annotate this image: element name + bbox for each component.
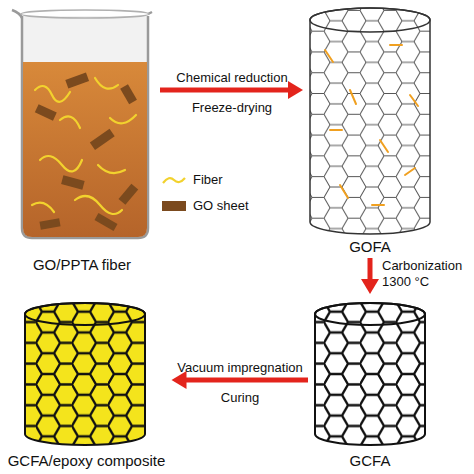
stage-label: GOFA: [349, 238, 391, 256]
composite-cylinder: [25, 303, 145, 445]
arrow-shaft: [368, 258, 373, 282]
aerogel-cylinder: [310, 8, 430, 234]
stage-node: GCFA: [310, 296, 430, 470]
legend-row: GO sheet: [162, 198, 249, 214]
step-label: Freeze-drying: [162, 100, 302, 116]
stage-node: GCFA/epoxy composite: [4, 296, 170, 470]
stage-label: GCFA/epoxy composite: [8, 452, 166, 470]
beaker: [12, 10, 152, 238]
step-label: Carbonization 1300 °C: [382, 258, 470, 290]
step-label: Chemical reduction: [162, 70, 302, 86]
carbon-aerogel-cylinder: [315, 303, 425, 445]
arrow-head: [288, 81, 303, 99]
arrow-shaft: [160, 88, 291, 93]
stage-label: GO/PPTA fiber: [33, 256, 131, 274]
process-arrow: [361, 258, 379, 294]
step-label: Vacuum impregnation: [170, 360, 310, 376]
arrow-shaft: [184, 378, 309, 383]
legend-text: Fiber: [193, 172, 223, 188]
legend-line-sample: [162, 174, 186, 186]
legend-row: Fiber: [162, 172, 223, 188]
legend-text: GO sheet: [193, 198, 249, 214]
legend-swatch: [162, 201, 186, 211]
stage-label: GCFA: [350, 452, 391, 470]
step-label: Curing: [170, 390, 310, 406]
stage-node: GOFA: [305, 4, 435, 256]
arrow-head: [361, 279, 379, 294]
stage-node: GO/PPTA fiber: [6, 4, 158, 274]
